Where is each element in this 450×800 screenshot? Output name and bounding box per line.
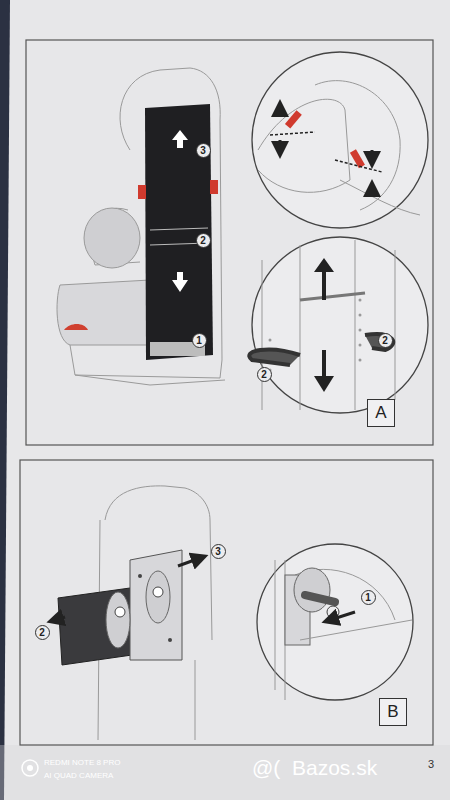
callout-number-text: 3 bbox=[200, 145, 206, 156]
paper bbox=[4, 0, 450, 800]
callout-number-text: 2 bbox=[39, 627, 45, 638]
booster-seat bbox=[57, 68, 225, 385]
figure-letter: B bbox=[387, 702, 398, 722]
callout-number: 3 bbox=[211, 544, 226, 559]
callout-number-text: 2 bbox=[261, 369, 267, 380]
callout-number-text: 2 bbox=[200, 235, 206, 246]
callout-number-text: 1 bbox=[196, 335, 202, 346]
backrest-plate bbox=[145, 104, 213, 360]
watermark-text: REDMI NOTE 8 PRO bbox=[44, 758, 120, 767]
page-number: 3 bbox=[428, 758, 434, 770]
detail-circle bbox=[252, 52, 428, 228]
callout-number-text: 1 bbox=[365, 592, 371, 603]
callout-number-text: 3 bbox=[215, 546, 221, 557]
detail-circle bbox=[257, 544, 413, 700]
figure-letter: A bbox=[375, 403, 386, 423]
seat-back bbox=[98, 486, 212, 740]
callout-number: 3 bbox=[196, 143, 211, 158]
panel-frame bbox=[26, 40, 433, 445]
panel-frame bbox=[20, 460, 433, 745]
watermark-text: Bazos.sk bbox=[292, 756, 377, 780]
figure-letter-box: A bbox=[367, 399, 395, 427]
head-wing bbox=[58, 588, 132, 665]
detail-circle bbox=[252, 237, 428, 413]
callout-number: 2 bbox=[196, 233, 211, 248]
callout-number: 2 bbox=[378, 333, 393, 348]
camera-logo bbox=[22, 760, 38, 776]
callout-number: 1 bbox=[192, 333, 207, 348]
callout-number: 1 bbox=[361, 590, 376, 605]
watermark-text: AI QUAD CAMERA bbox=[44, 771, 113, 780]
red-lever bbox=[64, 324, 88, 330]
watermark-logo: @( bbox=[252, 756, 280, 780]
figure-letter-box: B bbox=[379, 698, 407, 726]
callout-number: 2 bbox=[257, 367, 272, 382]
callout-number-text: 2 bbox=[382, 335, 388, 346]
callout-number: 2 bbox=[35, 625, 50, 640]
